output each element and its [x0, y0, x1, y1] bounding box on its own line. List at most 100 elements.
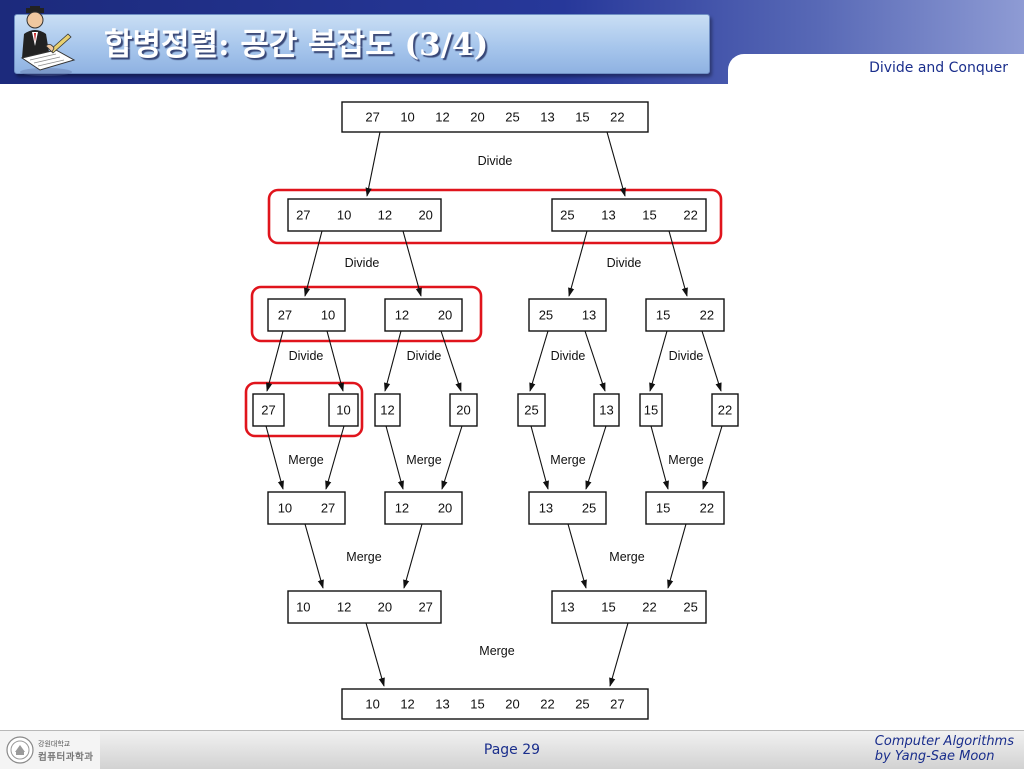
array-value: 22: [718, 403, 732, 418]
merge-label: Merge: [609, 550, 644, 564]
array-value: 22: [700, 501, 714, 516]
merge-label: Merge: [668, 453, 703, 467]
array-value: 12: [400, 697, 414, 712]
merge-label: Merge: [550, 453, 585, 467]
array-value: 10: [278, 501, 292, 516]
arrow: [325, 425, 345, 490]
divide-label: Divide: [478, 154, 513, 168]
arrow: [441, 425, 463, 490]
array-value: 10: [336, 403, 350, 418]
array-box: [551, 590, 707, 624]
array-value: 20: [378, 600, 392, 615]
highlight-rect: [267, 188, 723, 245]
arrow: [606, 131, 626, 197]
arrow: [266, 330, 284, 392]
array-box: [252, 393, 285, 427]
array-value: 15: [644, 403, 658, 418]
array-value: 25: [539, 308, 553, 323]
arrow: [667, 523, 687, 589]
array-box: [711, 393, 739, 427]
university-name: 강원대학교: [38, 740, 71, 748]
array-value: 27: [261, 403, 275, 418]
array-box: [341, 688, 649, 720]
array-value: 10: [400, 110, 414, 125]
title-box: [14, 14, 710, 74]
array-box: [374, 393, 401, 427]
array-box: [645, 298, 725, 332]
divide-label: Divide: [289, 349, 324, 363]
footer-bar: 강원대학교 컴퓨터과학과 Page 29 Computer Algorithms…: [0, 730, 1024, 769]
credit-course: Computer Algorithms: [874, 734, 1014, 749]
merge-label: Merge: [288, 453, 323, 467]
array-value: 15: [470, 697, 484, 712]
array-box: [528, 298, 607, 332]
page-number: Page 29: [483, 742, 541, 758]
highlight-layer: [244, 188, 723, 438]
arrow: [609, 622, 629, 687]
array-value: 22: [610, 110, 624, 125]
arrow: [365, 131, 381, 197]
array-value: 12: [378, 208, 392, 223]
credit-author: by Yang-Sae Moon: [874, 749, 995, 764]
arrow: [403, 523, 423, 589]
array-value: 25: [560, 208, 574, 223]
array-value: 20: [456, 403, 470, 418]
arrow: [384, 330, 402, 392]
array-value: 25: [683, 600, 697, 615]
array-box: [449, 393, 478, 427]
credit-block: Computer Algorithms by Yang-Sae Moon: [875, 734, 1014, 764]
department-name: 컴퓨터과학과: [38, 752, 94, 763]
subtitle-tab: [728, 54, 1024, 84]
arrow: [568, 230, 588, 297]
university-seal-icon: [6, 736, 34, 764]
array-value: 10: [365, 697, 379, 712]
arrow: [585, 425, 607, 490]
array-box: [384, 491, 463, 525]
array-value: 27: [278, 308, 292, 323]
array-box: [517, 393, 546, 427]
array-value: 20: [418, 208, 432, 223]
arrow: [529, 330, 549, 392]
array-box: [267, 491, 346, 525]
array-value: 15: [575, 110, 589, 125]
array-value: 22: [540, 697, 554, 712]
array-value: 13: [601, 208, 615, 223]
array-value: 27: [418, 600, 432, 615]
array-value: 20: [505, 697, 519, 712]
array-value: 25: [505, 110, 519, 125]
array-value: 12: [337, 600, 351, 615]
array-value: 27: [610, 697, 624, 712]
array-value: 22: [683, 208, 697, 223]
array-value: 13: [435, 697, 449, 712]
arrow: [440, 330, 462, 392]
arrow: [304, 523, 324, 589]
arrow: [584, 330, 606, 392]
highlight-rect: [250, 285, 483, 343]
array-value: 13: [582, 308, 596, 323]
array-value: 13: [599, 403, 613, 418]
highlight-rect: [244, 381, 364, 438]
array-box: [645, 491, 725, 525]
array-value: 10: [337, 208, 351, 223]
array-value: 25: [524, 403, 538, 418]
array-box: [287, 198, 442, 232]
array-value: 22: [700, 308, 714, 323]
arrow: [385, 425, 404, 490]
array-value: 13: [560, 600, 574, 615]
array-box: [341, 101, 649, 133]
array-box: [267, 298, 346, 332]
divide-label: Divide: [551, 349, 586, 363]
array-value: 12: [380, 403, 394, 418]
arrow: [265, 425, 284, 490]
arrow: [530, 425, 549, 490]
array-box: [551, 198, 707, 232]
array-value: 12: [435, 110, 449, 125]
array-value: 12: [395, 501, 409, 516]
box-layer: 27 10 12 20 25 13 15 22 27 10 12 20 25 13 15 22 27 10 12 20…: [252, 101, 739, 720]
array-box: [593, 393, 620, 427]
array-box: [528, 491, 607, 525]
divide-label: Divide: [345, 256, 380, 270]
arrow: [326, 330, 344, 392]
array-value: 15: [656, 308, 670, 323]
